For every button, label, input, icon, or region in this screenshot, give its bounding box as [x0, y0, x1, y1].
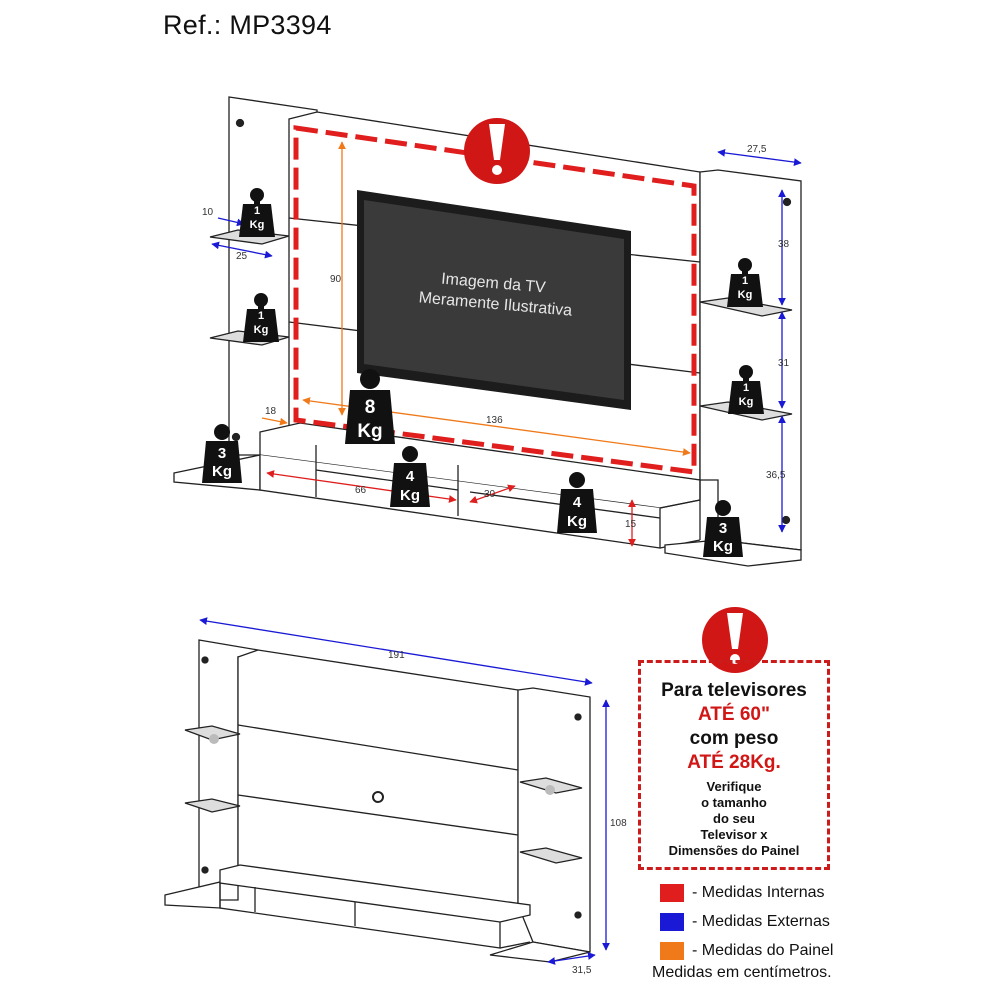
units-note: Medidas em centímetros. [652, 964, 832, 981]
legend-item-panel: - Medidas do Painel [660, 936, 833, 965]
svg-text:1: 1 [254, 205, 260, 217]
svg-text:4: 4 [573, 494, 582, 511]
weight-1kg-right-bottom: 1 Kg [728, 365, 764, 414]
weight-3kg-right: 3 Kg [703, 500, 743, 557]
legend-label-panel: - Medidas do Painel [692, 941, 834, 959]
weight-4kg-right: 4 Kg [557, 472, 597, 533]
legend-swatch-external [660, 912, 684, 931]
svg-text:Kg: Kg [738, 289, 753, 301]
warning-small4: Televisor x [700, 827, 768, 842]
svg-text:3: 3 [218, 445, 226, 462]
warning-small1: Verifique [706, 779, 762, 794]
dim-136: 136 [486, 415, 503, 426]
legend-swatch-panel [660, 941, 684, 960]
warning-small5: Dimensões do Painel [668, 843, 800, 858]
dim-18: 18 [265, 406, 277, 417]
svg-text:Kg: Kg [357, 421, 382, 442]
dim-31: 31 [778, 358, 790, 369]
reference-code: Ref.: MP3394 [163, 10, 332, 40]
svg-text:1: 1 [742, 275, 748, 287]
legend-label-internal: - Medidas Internas [692, 883, 825, 901]
legend: - Medidas Internas - Medidas Externas - … [660, 878, 833, 965]
dim-66: 66 [355, 485, 367, 496]
bottom-dimensions: 191 108 31,5 [199, 617, 627, 976]
svg-text:3: 3 [719, 520, 727, 537]
dim-108: 108 [610, 818, 627, 829]
legend-swatch-internal [660, 883, 684, 902]
warning-line3: com peso [689, 728, 779, 749]
weight-8kg: 8 Kg [345, 369, 395, 444]
dim-27-5: 27,5 [747, 144, 767, 155]
svg-text:1: 1 [258, 310, 264, 322]
svg-text:1: 1 [743, 382, 749, 394]
svg-text:Kg: Kg [713, 538, 733, 555]
warning-line1: Para televisores [661, 680, 807, 701]
svg-text:Kg: Kg [739, 396, 754, 408]
weight-1kg-right-top: 1 Kg [727, 258, 763, 307]
svg-text:4: 4 [406, 468, 415, 485]
dim-30: 30 [484, 489, 496, 500]
tv-illustration: Imagem da TV Meramente Ilustrativa [357, 190, 631, 410]
warning-small-text: Verifique o tamanho do seu Televisor x D… [641, 779, 827, 859]
internal-panel-outline [293, 125, 697, 475]
dim-15: 15 [625, 519, 637, 530]
dim-10: 10 [202, 207, 214, 218]
legend-item-external: - Medidas Externas [660, 907, 833, 936]
weight-3kg-left: 3 Kg [202, 424, 242, 483]
svg-text:Kg: Kg [254, 324, 269, 336]
svg-text:8: 8 [365, 397, 376, 418]
svg-text:Kg: Kg [400, 487, 420, 504]
bottom-furniture-drawing [164, 639, 591, 963]
dim-25: 25 [236, 251, 248, 262]
svg-text:Kg: Kg [567, 513, 587, 530]
dim-90: 90 [330, 274, 342, 285]
weight-4kg-center: 4 Kg [390, 446, 430, 507]
svg-text:Kg: Kg [212, 463, 232, 480]
legend-label-external: - Medidas Externas [692, 912, 830, 930]
weight-1kg-left-top: 1 Kg [239, 188, 275, 237]
alert-icon-bottom [702, 607, 768, 673]
warning-line4: ATÉ 28Kg. [687, 752, 781, 773]
weight-1kg-left-bottom: 1 Kg [243, 293, 279, 342]
dim-36-5: 36,5 [766, 470, 786, 481]
alert-icon [464, 118, 530, 184]
dim-38: 38 [778, 239, 790, 250]
dim-191: 191 [388, 650, 405, 661]
warning-small3: do seu [713, 811, 755, 826]
legend-item-internal: - Medidas Internas [660, 878, 833, 907]
tv-size-warning-box: Para televisores ATÉ 60" com peso ATÉ 28… [638, 660, 830, 870]
warning-line2: ATÉ 60" [697, 704, 770, 725]
svg-text:Kg: Kg [250, 219, 265, 231]
dim-31-5: 31,5 [572, 965, 592, 976]
warning-small2: o tamanho [701, 795, 767, 810]
